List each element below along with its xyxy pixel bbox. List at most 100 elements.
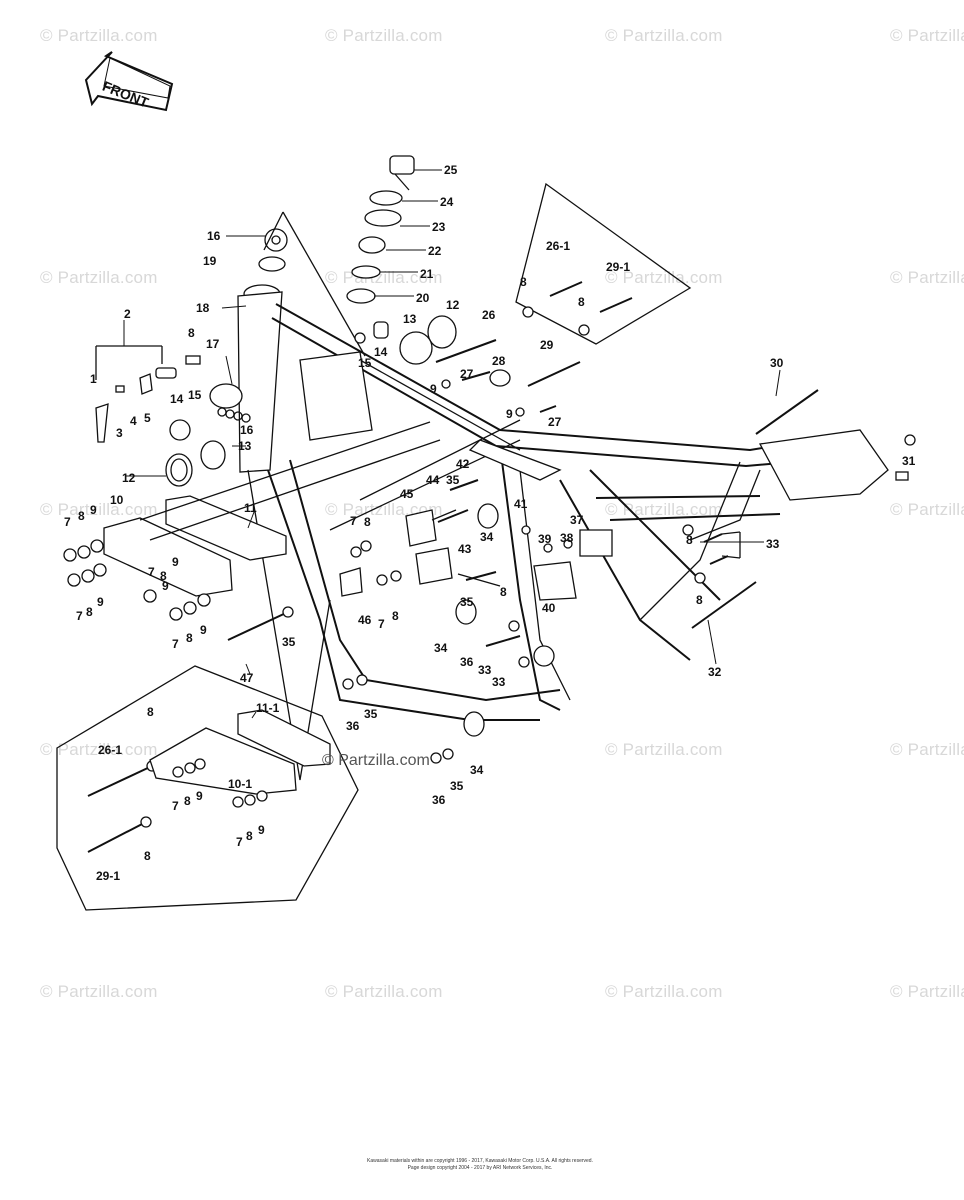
callout-35: 35 [446,473,460,487]
callout-13: 13 [403,312,417,326]
callout-34: 34 [470,763,484,777]
callout-8: 8 [364,515,371,529]
callout-44: 44 [426,473,440,487]
callout-4: 4 [130,414,137,428]
inset-box-upper [515,182,692,345]
leader-lines [123,169,781,719]
front-arrow-icon [84,51,174,112]
callout-9: 9 [172,555,179,569]
callout-23: 23 [432,220,446,234]
callout-35: 35 [460,595,474,609]
callout-35: 35 [450,779,464,793]
callout-27: 27 [548,415,562,429]
callout-2: 2 [124,307,131,321]
callout-8: 8 [246,829,253,843]
left-fasteners [63,539,211,621]
watermark: © Partzilla.com [890,500,964,519]
callout-38: 38 [560,531,574,545]
watermark: © Partzilla.com [890,982,964,1001]
callout-33: 33 [766,537,780,551]
callout-10-1: 10-1 [228,777,253,791]
watermark: © Partzilla.com [40,500,158,519]
callout-21: 21 [420,267,434,281]
callout-8: 8 [520,275,527,289]
inset-upper-parts [522,281,633,336]
callout-7: 7 [148,565,155,579]
callout-46: 46 [358,613,372,627]
callout-14: 14 [374,345,388,359]
callout-26: 26 [482,308,496,322]
callout-5: 5 [144,411,151,425]
rear-fasteners [682,434,916,584]
watermark: © Partzilla.com [605,740,723,759]
tank-rubbers-upper [354,315,457,365]
callout-34: 34 [480,530,494,544]
callout-35: 35 [364,707,378,721]
watermark: © Partzilla.com [40,740,158,759]
callout-7: 7 [64,515,71,529]
engine-mount-brackets [103,421,441,597]
callout-9: 9 [506,407,513,421]
watermark: © Partzilla.com [40,26,158,45]
callout-8: 8 [160,569,167,583]
callout-26-1: 26-1 [546,239,571,253]
callout-25: 25 [444,163,458,177]
callout-1: 1 [90,372,97,386]
callout-8: 8 [188,326,195,340]
callout-8: 8 [578,295,585,309]
callout-8: 8 [392,609,399,623]
callout-9: 9 [196,789,203,803]
callout-11-1: 11-1 [256,701,280,715]
callout-7: 7 [378,617,385,631]
callout-33: 33 [492,675,506,689]
callout-8: 8 [186,631,193,645]
callout-9: 9 [200,623,207,637]
callout-30: 30 [770,356,784,370]
callout-17: 17 [206,337,220,351]
callout-8: 8 [144,849,151,863]
callout-36: 36 [432,793,446,807]
callout-32: 32 [708,665,722,679]
callout-8: 8 [147,705,154,719]
callout-12: 12 [122,471,136,485]
callout-9: 9 [97,595,104,609]
callout-35: 35 [282,635,296,649]
callout-45: 45 [400,487,414,501]
callout-7: 7 [236,835,243,849]
callout-34: 34 [434,641,448,655]
callout-24: 24 [440,195,454,209]
watermark: © Partzilla.com [605,26,723,45]
copyright-notice: Kawasaki materials within are copyright … [300,1158,660,1172]
callout-28: 28 [492,354,506,368]
callout-10: 10 [110,493,124,507]
callout-9: 9 [162,579,169,593]
callout-15: 15 [358,356,372,370]
steering-stem-parts [346,155,415,304]
center-watermark: © Partzilla.com [322,752,430,769]
callout-42: 42 [456,457,470,471]
callout-8: 8 [184,794,191,808]
callout-22: 22 [428,244,442,258]
callout-11: 11 [244,501,257,515]
callout-8: 8 [500,585,507,599]
watermark: © Partzilla.com [40,982,158,1001]
left-grommets [165,383,251,487]
callout-3: 3 [116,426,123,440]
callout-8: 8 [686,533,693,547]
callout-18: 18 [196,301,210,315]
callout-7: 7 [76,609,83,623]
callout-36: 36 [460,655,474,669]
callout-9: 9 [258,823,265,837]
callout-43: 43 [458,542,472,556]
callout-16: 16 [207,229,221,243]
callout-29-1: 29-1 [606,260,631,274]
callout-8: 8 [78,509,85,523]
callout-33: 33 [478,663,492,677]
callout-7: 7 [172,637,179,651]
callout-29: 29 [540,338,554,352]
watermark: © Partzilla.com [605,982,723,1001]
callout-27: 27 [460,367,474,381]
callout-31: 31 [902,454,916,468]
